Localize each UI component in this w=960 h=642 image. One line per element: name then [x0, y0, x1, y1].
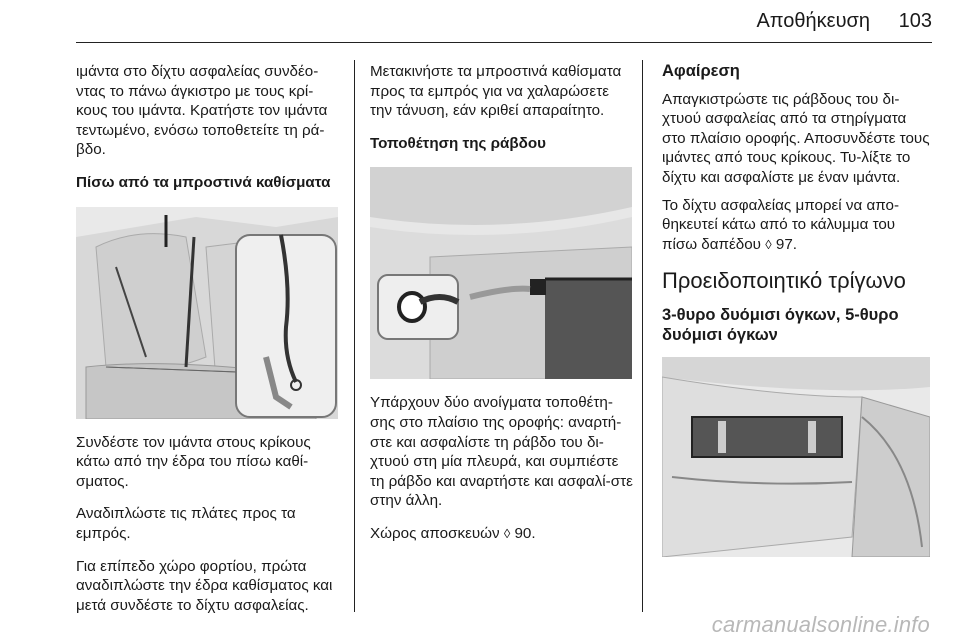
heading-rod-installation: Τοποθέτηση της ράβδου — [370, 134, 546, 152]
paragraph-connect-strap: Συνδέστε τον ιμάντα στους κρίκους κάτω α… — [76, 433, 311, 490]
paragraph-store-net: Το δίχτυ ασφαλείας μπορεί να απο-θηκευτε… — [662, 196, 934, 255]
figure-roof-rod-mount — [370, 167, 634, 380]
luggage-ref-page: 90. — [510, 524, 536, 542]
section-title-warning-triangle: Προειδοποιητικό τρίγωνο — [662, 268, 906, 294]
watermark: carmanualsonline.info — [711, 612, 930, 637]
column-3: Αφαίρεση Απαγκιστρώστε τις ράβδους του δ… — [662, 62, 934, 571]
figure-rear-seat-net — [76, 206, 344, 419]
running-header-title: Αποθήκευση — [756, 10, 870, 32]
store-net-text: Το δίχτυ ασφαλείας μπορεί να απο-θηκευτε… — [662, 196, 900, 253]
paragraph-flat-load-floor: Για επίπεδο χώρο φορτίου, πρώτα αναδιπλώ… — [76, 557, 333, 614]
luggage-ref-text: Χώρος αποσκευών — [370, 524, 504, 542]
column-1: ιμάντα στο δίχτυ ασφαλείας συνδέο-ντας τ… — [76, 62, 344, 628]
paragraph-unhook-rods: Απαγκιστρώστε τις ράβδους του δι-χτυού α… — [662, 90, 930, 186]
paragraph-fold-backrests: Αναδιπλώστε τις πλάτες προς τα εμπρός. — [76, 505, 296, 542]
header-rule — [76, 42, 932, 43]
page-reference-icon: ◊ — [503, 525, 511, 541]
paragraph-net-strap: ιμάντα στο δίχτυ ασφαλείας συνδέο-ντας τ… — [76, 63, 328, 159]
paragraph-luggage-ref: Χώρος αποσκευών ◊ 90. — [370, 524, 634, 544]
page-reference-icon: ◊ — [765, 236, 772, 252]
page-number: 103 — [898, 10, 932, 32]
illustration-rear-seat-strap — [76, 206, 338, 419]
illustration-roof-frame-opening — [370, 167, 632, 380]
store-net-page: 97. — [771, 235, 797, 253]
column-divider-1 — [354, 60, 355, 612]
paragraph-mount-openings: Υπάρχουν δύο ανοίγματα τοποθέτη-σης στο … — [370, 394, 633, 510]
column-2: Μετακινήστε τα μπροστινά καθίσματα προς … — [370, 62, 634, 557]
figure-warning-triangle-storage — [662, 357, 934, 558]
paragraph-move-seats: Μετακινήστε τα μπροστινά καθίσματα προς … — [370, 63, 622, 120]
illustration-trunk-triangle-holder — [662, 357, 930, 558]
heading-behind-front-seats: Πίσω από τα μπροστινά καθίσματα — [76, 173, 331, 191]
column-divider-2 — [642, 60, 643, 612]
subheading-hatchback-variants: 3-θυρο δυόμισι όγκων, 5-θυρο δυόμισι όγκ… — [662, 306, 899, 345]
heading-removal: Αφαίρεση — [662, 62, 740, 80]
